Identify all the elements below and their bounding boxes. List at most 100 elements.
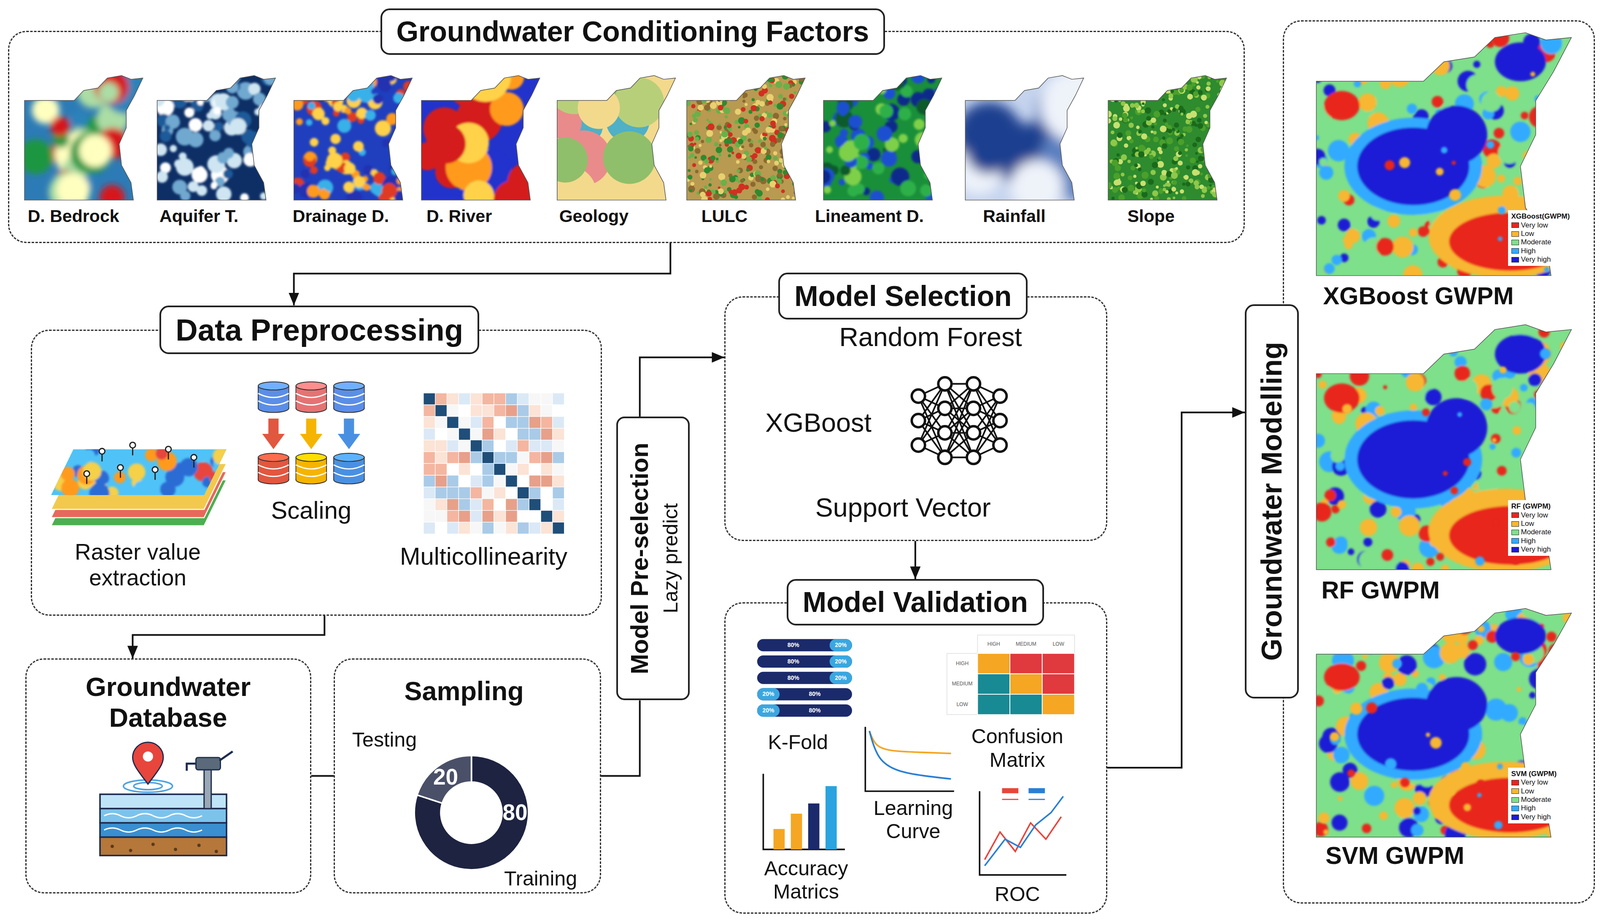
map-outline <box>157 75 276 200</box>
map-patch <box>223 169 233 179</box>
map-patch <box>721 81 726 86</box>
map-patch <box>736 169 741 173</box>
map-pattern <box>684 72 809 203</box>
map-patch <box>1130 116 1134 120</box>
map-patch <box>328 146 337 155</box>
map-patch <box>1432 340 1444 353</box>
map-patch <box>1317 26 1335 45</box>
map-patch <box>687 168 691 172</box>
map-patch <box>1319 617 1339 638</box>
map-patch <box>1109 86 1118 94</box>
map-patch <box>398 168 409 179</box>
map-patch <box>614 77 664 128</box>
cylinder-stripe <box>258 393 289 398</box>
map-patch <box>206 112 214 119</box>
map-patch <box>1562 612 1574 624</box>
heatmap-cell <box>493 392 506 405</box>
map-patch <box>755 146 762 154</box>
map-patch <box>378 79 392 92</box>
map-patch <box>785 137 794 145</box>
map-patch <box>1558 147 1574 162</box>
heatmap-cell <box>447 404 459 417</box>
map-patch <box>1457 411 1463 417</box>
map-patch <box>778 94 783 99</box>
map-patch <box>694 148 701 154</box>
map-patch <box>1376 339 1395 359</box>
map-patch <box>1041 68 1115 143</box>
map-patch <box>217 151 229 164</box>
map-patch <box>696 83 702 89</box>
map-patch <box>1551 474 1570 493</box>
map-patch <box>1157 156 1161 160</box>
heatmap-cell <box>470 392 483 405</box>
map-patch <box>782 116 787 121</box>
map-patch <box>704 104 711 111</box>
map-patch <box>1134 83 1139 87</box>
map-patch <box>900 180 916 197</box>
map-patch <box>305 118 313 126</box>
map-patch <box>326 152 343 169</box>
map-patch <box>1178 151 1182 155</box>
map-patch <box>1462 457 1471 466</box>
map-patch <box>916 99 933 115</box>
map-patch <box>746 156 753 162</box>
map-patch <box>1140 180 1146 187</box>
map-patch <box>799 156 806 164</box>
map-patch <box>1173 122 1180 128</box>
map-patch <box>1189 110 1198 118</box>
map-patch <box>819 121 832 133</box>
map-patch <box>791 174 798 181</box>
map-patch <box>1368 647 1374 654</box>
map-patch <box>1187 93 1193 100</box>
map-patch <box>1192 91 1198 97</box>
map-patch <box>737 125 741 129</box>
map-patch <box>1171 186 1177 192</box>
map-patch <box>933 88 941 96</box>
map-patch <box>1497 236 1503 241</box>
map-patch <box>1413 806 1429 822</box>
map-patch <box>729 94 733 99</box>
map-patch <box>735 152 742 160</box>
map-patch <box>1159 87 1166 94</box>
factor-map <box>413 50 549 219</box>
map-patch <box>1172 107 1177 112</box>
map-patch <box>1152 73 1159 80</box>
map-patch <box>1493 520 1498 526</box>
map-patch <box>1211 145 1217 152</box>
map-patch <box>720 95 724 99</box>
map-patch <box>1147 178 1154 185</box>
map-patch <box>1010 159 1064 214</box>
map-patch <box>1476 323 1486 334</box>
heatmap-cell <box>540 392 553 405</box>
map-patch <box>1409 403 1417 411</box>
heatmap-cell <box>423 404 436 417</box>
map-patch <box>1135 80 1143 88</box>
map-patch <box>1141 109 1145 114</box>
map-patch <box>1337 499 1347 509</box>
map-patch <box>774 160 779 166</box>
map-patch <box>1539 348 1551 359</box>
map-patch <box>925 142 936 153</box>
map-patch <box>1138 129 1142 134</box>
map-patch <box>1175 167 1179 170</box>
map-patch <box>1141 133 1148 140</box>
map-patch <box>694 80 697 84</box>
map-patch <box>1364 641 1377 653</box>
map-patch <box>1375 405 1385 416</box>
map-patch <box>1340 35 1360 55</box>
map-patch <box>881 150 898 167</box>
map-patch <box>706 129 713 137</box>
map-pattern <box>1104 72 1230 203</box>
pin-head <box>152 466 159 473</box>
map-patch <box>785 194 790 199</box>
map-patch <box>307 102 316 110</box>
map-patch <box>1554 646 1564 656</box>
map-patch <box>704 158 710 164</box>
map-patch <box>750 105 758 112</box>
map-patch <box>782 97 786 101</box>
map-patch <box>723 138 731 145</box>
map-patch <box>1331 814 1348 831</box>
map-patch <box>1466 74 1487 95</box>
map-patch <box>1556 107 1565 117</box>
